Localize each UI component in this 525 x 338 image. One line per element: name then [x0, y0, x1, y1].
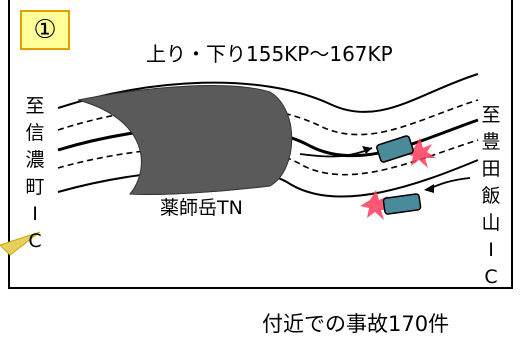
heading-text: 上り・下り155KP～167KP [146, 42, 393, 66]
callout-pointer [0, 231, 41, 256]
left-destination-char: I [32, 203, 38, 225]
tunnel-label: 薬師岳TN [160, 197, 243, 219]
right-destination-label: 至 豊 田 飯 山 I C [478, 102, 504, 291]
right-destination-char: 山 [481, 212, 501, 234]
right-destination-char: C [484, 266, 498, 288]
crash-burst-lower [360, 190, 392, 220]
left-destination-char: C [28, 230, 42, 252]
left-destination-char: 信 [25, 122, 45, 144]
left-destination-label: 至 信 濃 町 I C [22, 93, 48, 255]
arrow-upper-head [362, 146, 372, 154]
right-destination-char: 至 [481, 104, 501, 126]
right-destination-char: 豊 [481, 131, 501, 153]
left-destination-char: 至 [25, 95, 45, 117]
left-destination-char: 濃 [25, 149, 45, 171]
car-lower [382, 193, 422, 215]
right-destination-char: 田 [481, 158, 501, 180]
road-diagram [0, 73, 479, 256]
arrow-lower-head [424, 184, 434, 193]
road-outer-top [57, 73, 479, 113]
right-destination-char: 飯 [481, 185, 501, 207]
diagram-canvas: ① 上り・下り155KP～167KP 至 信 濃 町 I C 至 豊 田 飯 山… [0, 0, 513, 336]
left-destination-char: 町 [25, 176, 45, 198]
right-destination-char: I [488, 239, 494, 261]
tunnel-shape [77, 85, 293, 196]
scene-number-label: ① [33, 15, 57, 45]
scene-number-badge: ① [20, 10, 70, 50]
footer-text: 付近での事故170件 [262, 312, 450, 336]
car-upper [376, 135, 414, 163]
crash-burst-upper [404, 138, 436, 168]
